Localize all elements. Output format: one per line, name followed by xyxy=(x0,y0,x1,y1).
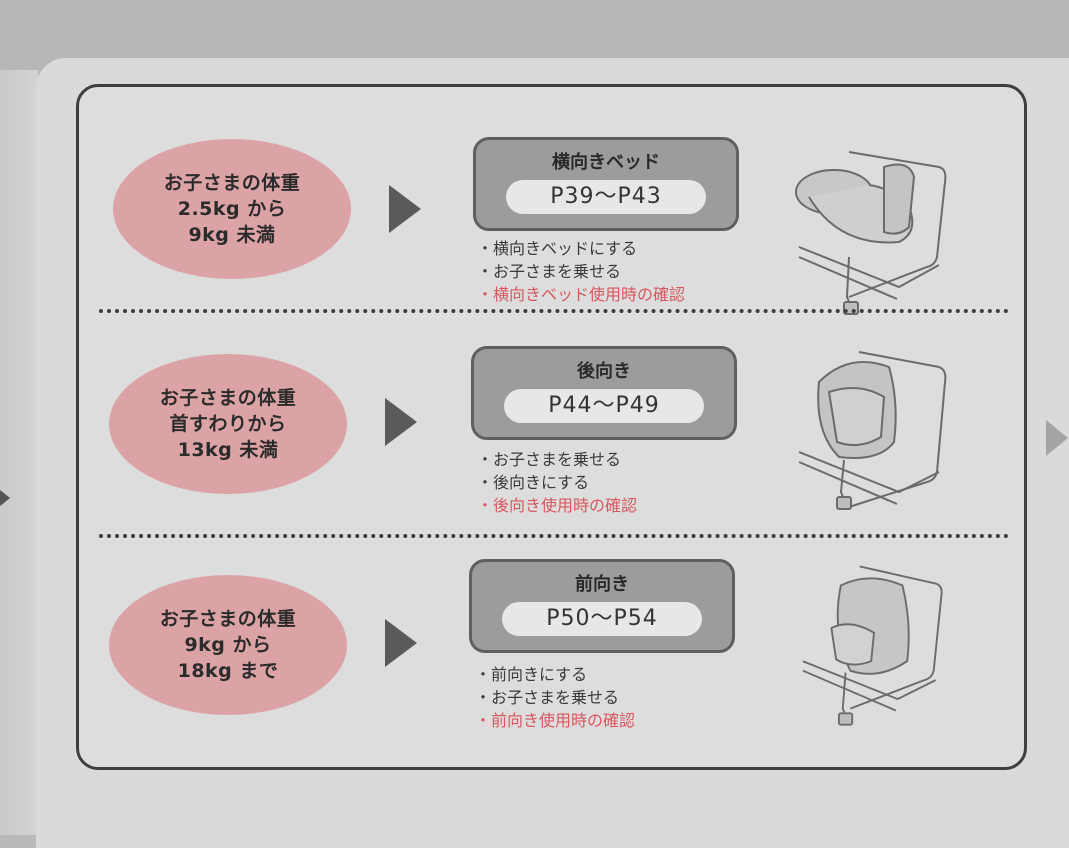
step-item: ・横向きベッドにする xyxy=(477,239,638,258)
weight-range-to: 9kg 未満 xyxy=(188,224,276,246)
page-reference: P50〜P54 xyxy=(502,602,702,636)
check-item: ・後向き使用時の確認 xyxy=(477,496,638,515)
car-seat-bed-mode-illustration xyxy=(795,151,947,315)
car-seat-rear-facing-illustration xyxy=(798,351,947,510)
step-item: ・お子さまを乗せる xyxy=(477,450,622,469)
row-divider xyxy=(99,309,1009,313)
check-item: ・前向き使用時の確認 xyxy=(475,711,636,730)
check-item: ・横向きベッド使用時の確認 xyxy=(477,285,686,304)
row-forward-facing: お子さまの体重 9kg から 18kg まで 前向き P50〜P54 ・前向きに… xyxy=(79,537,1024,737)
weight-range-to: 18kg まで xyxy=(177,660,279,682)
weight-range-to: 13kg 未満 xyxy=(177,439,279,461)
triangle-right-icon xyxy=(1046,420,1068,456)
left-page-edge xyxy=(0,70,38,835)
weight-label: お子さまの体重 xyxy=(163,172,301,194)
page-reference: P39〜P43 xyxy=(506,180,706,214)
row-bed-mode: お子さまの体重 2.5kg から 9kg 未満 横向きベッド P39〜P43 ・… xyxy=(79,87,1024,315)
step-list: ・前向きにする ・お子さまを乗せる ・前向き使用時の確認 xyxy=(475,663,635,732)
arrow-right-icon xyxy=(385,619,417,667)
row-rear-facing: お子さまの体重 首すわりから 13kg 未満 後向き P44〜P49 ・お子さま… xyxy=(79,312,1024,515)
weight-label: お子さまの体重 xyxy=(159,387,297,409)
mode-title: 後向き xyxy=(577,361,631,382)
mode-box: 前向き P50〜P54 xyxy=(469,559,735,653)
car-seat-forward-facing-illustration xyxy=(802,565,943,726)
weight-range-from: 首すわりから xyxy=(169,413,287,435)
mode-title: 前向き xyxy=(575,574,629,595)
step-list: ・お子さまを乗せる ・後向きにする ・後向き使用時の確認 xyxy=(477,448,637,517)
weight-ellipse: お子さまの体重 9kg から 18kg まで xyxy=(109,575,347,715)
triangle-left-icon xyxy=(0,482,10,514)
step-list: ・横向きベッドにする ・お子さまを乗せる ・横向きベッド使用時の確認 xyxy=(477,237,685,306)
row-divider xyxy=(99,534,1009,538)
arrow-right-icon xyxy=(385,398,417,446)
usage-mode-table: お子さまの体重 2.5kg から 9kg 未満 横向きベッド P39〜P43 ・… xyxy=(76,84,1027,770)
weight-ellipse: お子さまの体重 首すわりから 13kg 未満 xyxy=(109,354,347,494)
arrow-right-icon xyxy=(389,185,421,233)
weight-range-from: 9kg から xyxy=(184,634,272,656)
step-item: ・お子さまを乗せる xyxy=(475,688,620,707)
mode-box: 後向き P44〜P49 xyxy=(471,346,737,440)
weight-range-from: 2.5kg から xyxy=(177,198,287,220)
step-item: ・お子さまを乗せる xyxy=(477,262,622,281)
page-reference: P44〜P49 xyxy=(504,389,704,423)
weight-label: お子さまの体重 xyxy=(159,608,297,630)
step-item: ・後向きにする xyxy=(477,473,590,492)
step-item: ・前向きにする xyxy=(475,665,588,684)
mode-box: 横向きベッド P39〜P43 xyxy=(473,137,739,231)
mode-title: 横向きベッド xyxy=(552,152,660,173)
weight-ellipse: お子さまの体重 2.5kg から 9kg 未満 xyxy=(113,139,351,279)
